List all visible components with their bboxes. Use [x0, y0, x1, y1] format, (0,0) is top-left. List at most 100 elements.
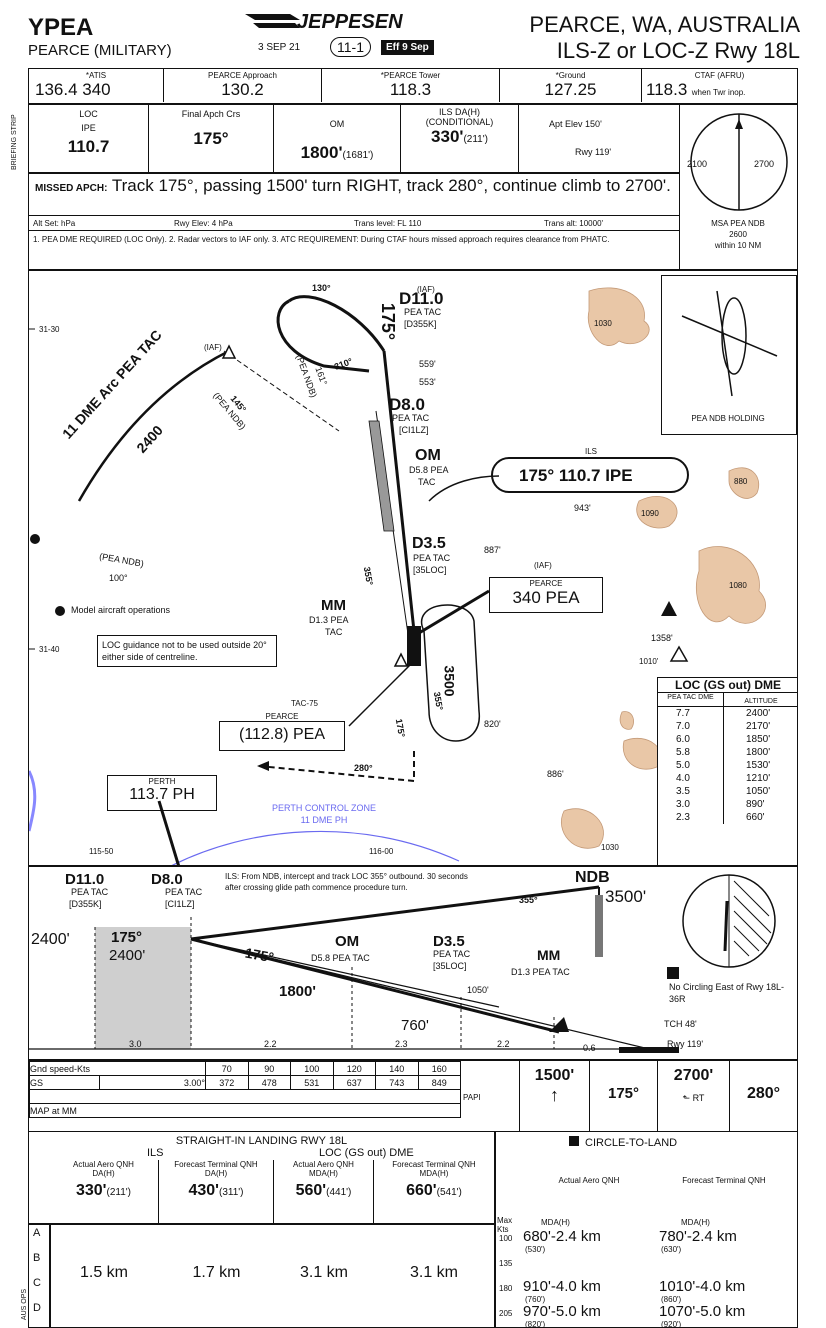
dme-altitude: 890' — [746, 799, 765, 810]
ndb-holding-inset: PEA NDB HOLDING — [661, 275, 797, 435]
col-header: Forecast Terminal QNH — [392, 1160, 476, 1169]
msa-circle-icon — [690, 113, 788, 211]
circle-forecast: 780'-2.4 km — [659, 1228, 737, 1245]
comms-row: *ATIS 136.4 340 PEARCE Approach 130.2 *P… — [28, 68, 798, 104]
no-circling-inset: No Circling East of Rwy 18L-36R — [661, 871, 797, 1017]
dme-value: 3.5 — [658, 785, 724, 798]
comm-ctaf: CTAF (AFRU) 118.3 when Twr inop. — [646, 71, 746, 99]
circle-row: 135 — [495, 1253, 797, 1278]
visibility-value: 3.1 km — [409, 1264, 458, 1281]
min-value: 660' — [406, 1182, 437, 1199]
col-subheader: MDA(H) — [419, 1169, 449, 1178]
jeppesen-logo-icon — [245, 14, 300, 28]
profile-graphics — [29, 885, 679, 1053]
comm-ground: *Ground 127.25 — [500, 69, 642, 102]
min-value: 560' — [295, 1182, 327, 1199]
circle-actual-height: (820') — [525, 1320, 546, 1328]
plan-view: PEA NDB HOLDING D11.0 (IAF) PEA TAC [D35… — [28, 270, 798, 866]
dme-altitude: 2170' — [746, 721, 771, 732]
minimums-section: STRAIGHT-IN LANDING RWY 18L ILS LOC (GS … — [21, 1131, 798, 1328]
circle-kts: 135 — [499, 1259, 513, 1268]
dme-value: 5.8 — [658, 746, 724, 759]
dme-value: 7.0 — [658, 720, 724, 733]
dme-value: 7.7 — [658, 707, 724, 720]
model-aircraft-note: Model aircraft operations — [55, 605, 170, 616]
missed-step-2: 175° — [589, 1061, 657, 1131]
loc-cell: LOC IPE 110.7 — [29, 105, 149, 172]
dme-row: 5.0 1530' — [658, 759, 797, 772]
visibility-value: 1.5 km — [79, 1264, 128, 1281]
fix-d35: D3.5 — [412, 535, 446, 552]
city-title: PEARCE, WA, AUSTRALIA — [529, 12, 800, 37]
hold-altitude: 3500 — [441, 665, 458, 697]
circle-forecast: 1010'-4.0 km — [659, 1278, 746, 1295]
briefing-row: LOC IPE 110.7 Final Apch Crs 175° OM 180… — [28, 104, 680, 174]
visibility-value: 3.1 km — [299, 1264, 348, 1281]
col-header: Actual Aero QNH — [293, 1160, 354, 1169]
circle-forecast-height: (920') — [661, 1320, 682, 1328]
up-arrow-icon: ↑ — [550, 1085, 559, 1105]
circle-forecast-height: (630') — [661, 1245, 682, 1254]
comm-atis: *ATIS 136.4 340 — [29, 69, 164, 102]
circle-actual-height: (760') — [525, 1295, 546, 1304]
pearce-tac-box: PEARCE (112.8) PEA — [219, 712, 345, 751]
col-header: Forecast Terminal QNH — [174, 1160, 258, 1169]
final-crs-cell: Final Apch Crs 175° — [149, 105, 274, 172]
min-value: 330' — [75, 1182, 107, 1199]
dme-altitude: 1530' — [746, 760, 771, 771]
circling-restriction-icon — [682, 874, 776, 968]
dme-row: 7.7 2400' — [658, 707, 797, 720]
comm-tower: *PEARCE Tower 118.3 — [322, 69, 500, 102]
ils-frequency-box: ILS 175° 110.7 IPE — [491, 447, 689, 493]
circle-kts: 180 — [499, 1284, 513, 1293]
circle-forecast: 1070'-5.0 km — [659, 1303, 746, 1320]
dme-altitude: 1050' — [746, 786, 771, 797]
dme-altitude: 660' — [746, 812, 765, 823]
ils-da-cell: ILS DA(H) (CONDITIONAL) 330'(211') — [401, 105, 519, 172]
missed-step-4: 280° — [729, 1061, 797, 1131]
terrain — [561, 287, 766, 849]
holding-diagram-icon — [681, 290, 778, 397]
perth-vor-box: PERTH 113.7 PH — [107, 775, 217, 811]
notes-box: 1. PEA DME REQUIRED (LOC Only). 2. Radar… — [28, 230, 680, 270]
om-cell: OM 1800'(1681') — [274, 105, 401, 172]
dme-value: 2.3 — [658, 811, 724, 824]
fix-mm: MM — [321, 597, 346, 614]
fix-om: OM — [415, 447, 441, 464]
airport-icao: YPEA — [28, 14, 94, 41]
dme-row: 7.0 2170' — [658, 720, 797, 733]
missed-step-3: 2700' ⬑ RT — [657, 1061, 729, 1131]
visibility-value: 1.7 km — [192, 1264, 241, 1281]
effective-date: Eff 9 Sep — [381, 40, 434, 55]
msa-right-alt: 2700 — [754, 159, 775, 169]
msa-box: 2100 2700 MSA PEA NDB 2600 within 10 NM — [679, 104, 798, 270]
loc-dme-table: LOC (GS out) DME PEA TAC DME ALTITUDE 7.… — [657, 677, 797, 865]
dme-altitude: 2400' — [746, 708, 771, 719]
category-label: D — [33, 1302, 41, 1314]
dme-value: 5.0 — [658, 759, 724, 772]
min-height: (541') — [436, 1187, 462, 1198]
note-marker-icon — [667, 967, 679, 979]
comm-approach: PEARCE Approach 130.2 — [164, 69, 322, 102]
circle-forecast-height: (860') — [661, 1295, 682, 1304]
min-value: 430' — [188, 1182, 219, 1199]
circle-actual-height: (530') — [525, 1245, 546, 1254]
profile-view: D11.0 PEA TAC [D355K] D8.0 PEA TAC [CI1L… — [28, 866, 798, 1060]
jeppesen-logo: JEPPESEN — [245, 11, 425, 33]
apt-elev-cell: Apt Elev 150' Rwy 119' — [549, 119, 612, 157]
dme-row: 3.0 890' — [658, 798, 797, 811]
dme-value: 3.0 — [658, 798, 724, 811]
min-height: (441') — [326, 1187, 352, 1198]
